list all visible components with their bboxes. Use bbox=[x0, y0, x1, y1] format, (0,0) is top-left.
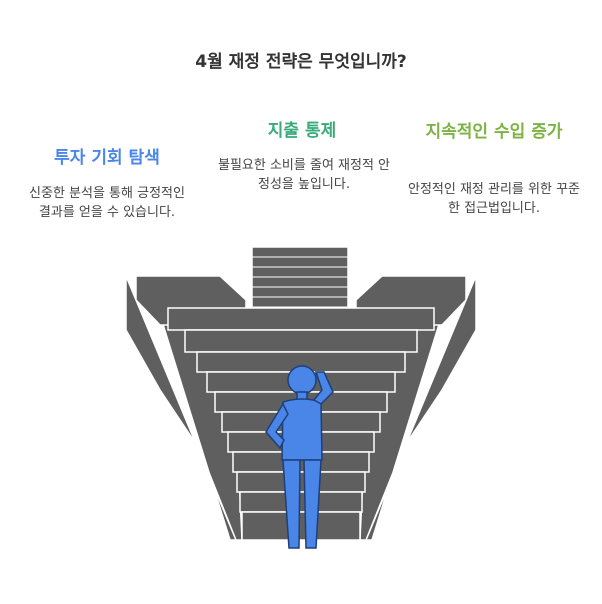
card-desc-income: 안정적인 재정 관리를 위한 꾸준한 접근법입니다. bbox=[407, 182, 580, 216]
staircase-step bbox=[236, 471, 366, 493]
card-heading-spending: 지출 통제 bbox=[267, 121, 337, 141]
staircase-step bbox=[239, 491, 363, 513]
person-thinking-icon bbox=[265, 365, 334, 549]
card-desc-spending: 불필요한 소비를 줄여 재정적 안정성을 높입니다. bbox=[218, 158, 391, 192]
staircase-step bbox=[167, 307, 435, 331]
staircase-step bbox=[241, 511, 361, 541]
card-heading-income: 지속적인 수입 증가 bbox=[425, 122, 563, 142]
page-title: 4월 재정 전략은 무엇입니까? bbox=[195, 52, 407, 72]
staircase-step bbox=[184, 329, 418, 353]
staircase-steps bbox=[124, 246, 478, 541]
card-desc-investment: 신중한 분석을 통해 긍정적인 결과를 얻을 수 있습니다. bbox=[29, 186, 185, 220]
card-heading-investment: 투자 기회 탐색 bbox=[54, 148, 160, 168]
